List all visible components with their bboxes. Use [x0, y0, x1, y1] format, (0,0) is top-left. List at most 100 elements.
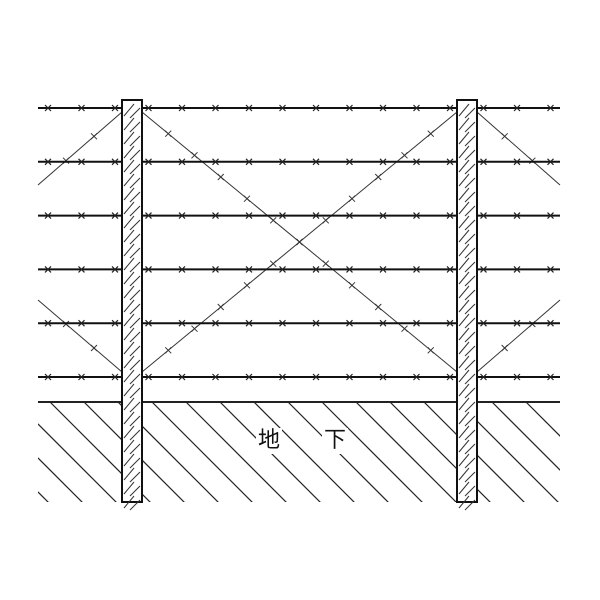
post-hatch [123, 229, 141, 245]
post-hatch [458, 369, 476, 385]
barb [78, 212, 85, 220]
post-hatch [458, 439, 476, 455]
barb [480, 104, 487, 112]
barb [513, 158, 521, 166]
post-hatch [123, 243, 141, 259]
barb [547, 373, 554, 381]
barb [191, 325, 198, 333]
barb [111, 104, 119, 112]
post-hatch [123, 131, 141, 147]
barb [513, 319, 521, 327]
post-hatch [123, 397, 141, 413]
barb [374, 303, 382, 311]
post-hatch [458, 159, 476, 175]
barb [312, 212, 320, 220]
barb [145, 319, 152, 327]
fence-posts [121, 99, 478, 511]
post-hatch [458, 131, 476, 147]
post-hatch [123, 467, 141, 483]
barb [90, 132, 98, 140]
hatch-line [559, 402, 560, 403]
barb [348, 281, 356, 289]
post-hatch [458, 229, 476, 245]
post-hatch [458, 383, 476, 399]
barb [78, 265, 85, 273]
barb [90, 344, 98, 352]
post-hatch [123, 481, 141, 497]
post-hatch [123, 187, 141, 203]
barb [279, 319, 286, 327]
diagonal-wire [476, 111, 561, 186]
barb [217, 173, 225, 181]
fence-post [121, 99, 143, 511]
barb [212, 158, 219, 166]
barb [191, 151, 198, 159]
post-hatch [123, 341, 141, 357]
barb [379, 373, 387, 381]
post-hatch [123, 145, 141, 161]
post-hatch [123, 117, 141, 133]
barb [279, 373, 286, 381]
barb [178, 373, 186, 381]
post-hatch [458, 215, 476, 231]
barb [296, 238, 303, 246]
barb [446, 373, 454, 381]
barb [513, 265, 521, 273]
hatch-line [185, 402, 287, 502]
barb [480, 373, 487, 381]
post-hatch [458, 313, 476, 329]
barb [111, 158, 119, 166]
hatch-line [355, 402, 457, 502]
barb [322, 260, 330, 268]
barb [446, 319, 454, 327]
post-hatch [123, 369, 141, 385]
barb [245, 373, 253, 381]
barb [279, 104, 286, 112]
barb [212, 265, 219, 273]
post-hatch [458, 103, 476, 119]
barb [312, 373, 320, 381]
post-hatch [123, 285, 141, 301]
post-hatch [458, 327, 476, 343]
ground-hatch [0, 402, 560, 512]
diagonal-wire [476, 299, 561, 373]
barb [312, 104, 320, 112]
post-hatch [123, 313, 141, 329]
fence-post [456, 99, 478, 511]
barb [501, 132, 509, 140]
barb [178, 104, 186, 112]
barb [178, 265, 186, 273]
barb [217, 303, 225, 311]
barb [145, 158, 152, 166]
barb [145, 265, 152, 273]
barb [547, 319, 554, 327]
barb [111, 265, 119, 273]
barb [44, 158, 52, 166]
barb [312, 158, 320, 166]
post-hatch [458, 187, 476, 203]
barb [379, 319, 387, 327]
barb [413, 373, 420, 381]
post-outline [456, 99, 478, 503]
hatch-line [0, 402, 24, 512]
barb [245, 104, 253, 112]
barb [379, 158, 387, 166]
barb [279, 265, 286, 273]
post-hatch [458, 117, 476, 133]
hatch-line [321, 402, 423, 502]
barb [111, 373, 119, 381]
barb [480, 319, 487, 327]
barb [547, 158, 554, 166]
post-hatch [458, 271, 476, 287]
post-hatch [458, 201, 476, 217]
hatch-line [49, 402, 151, 502]
barb [446, 265, 454, 273]
barb [279, 158, 286, 166]
hatch-line [38, 491, 49, 502]
barb [413, 158, 420, 166]
post-hatch [123, 327, 141, 343]
post-hatch [123, 439, 141, 455]
barb [346, 319, 353, 327]
